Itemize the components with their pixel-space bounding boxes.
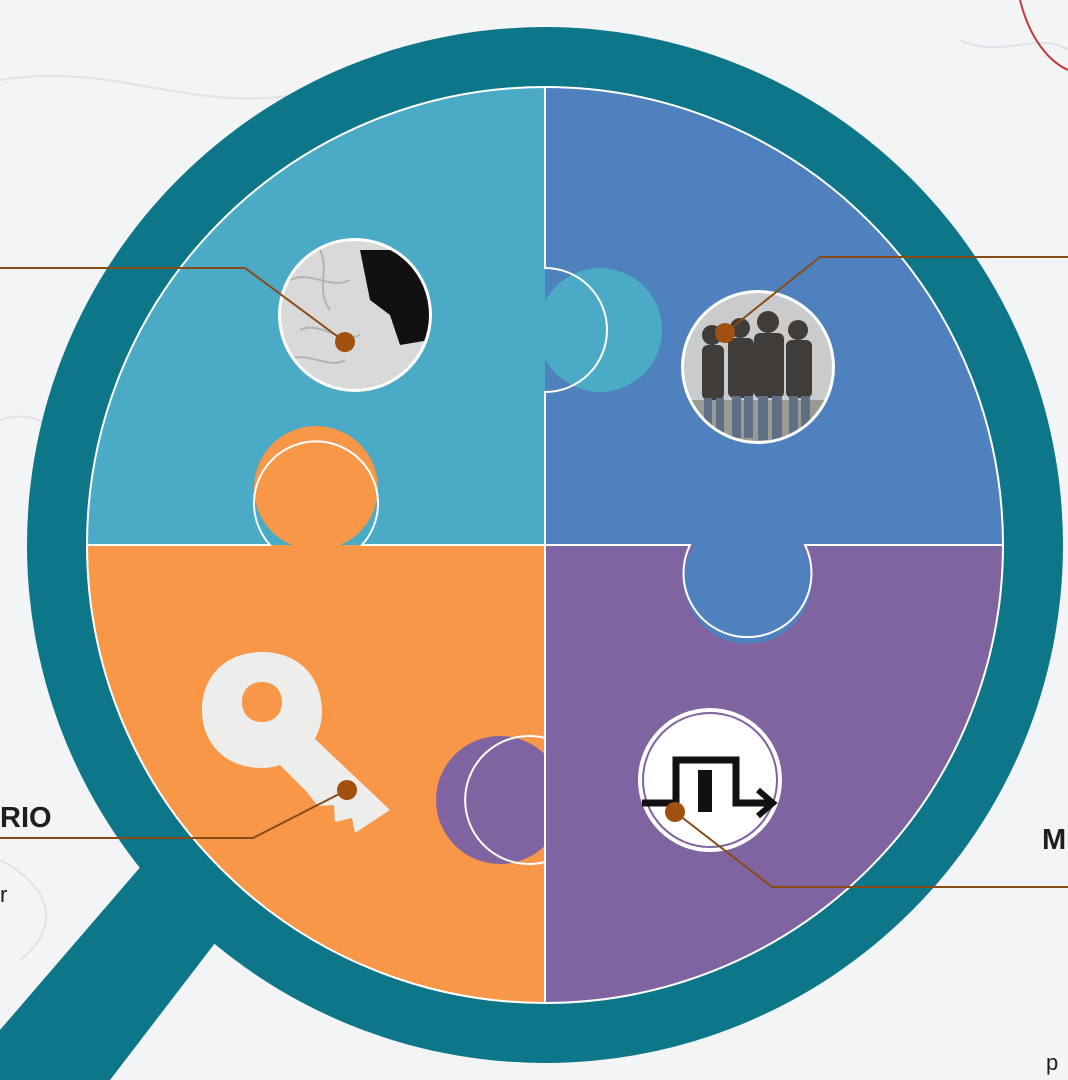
leader-line-top-left	[0, 267, 346, 343]
dot-top-right	[715, 323, 735, 343]
dot-top-left	[335, 332, 355, 352]
tab-top-right-into-bottom-right	[684, 516, 812, 644]
left-body-fragment: r	[0, 882, 8, 907]
signal-pulse-icon	[638, 708, 782, 852]
leader-line-bottom-left	[0, 789, 348, 839]
leader-line-bottom-right	[674, 811, 1068, 888]
leader-line-top-right	[724, 256, 1068, 334]
tab-bottom-left-into-top-left	[254, 426, 378, 550]
right-heading-fragment: M	[1042, 824, 1067, 856]
right-body-fragment: p	[1046, 1050, 1059, 1075]
left-heading-fragment: RIO	[0, 802, 52, 834]
tab-top-left-into-top-right	[538, 268, 662, 392]
dot-bottom-left	[337, 780, 357, 800]
leader-dots	[335, 323, 735, 822]
leader-lines	[0, 256, 1068, 888]
tab-bottom-right-into-bottom-left	[436, 736, 564, 864]
puzzle-photo-icon	[278, 238, 432, 392]
seal-fragment	[1019, 0, 1068, 71]
dot-bottom-right	[665, 802, 685, 822]
magnifier-handle	[0, 850, 225, 1080]
